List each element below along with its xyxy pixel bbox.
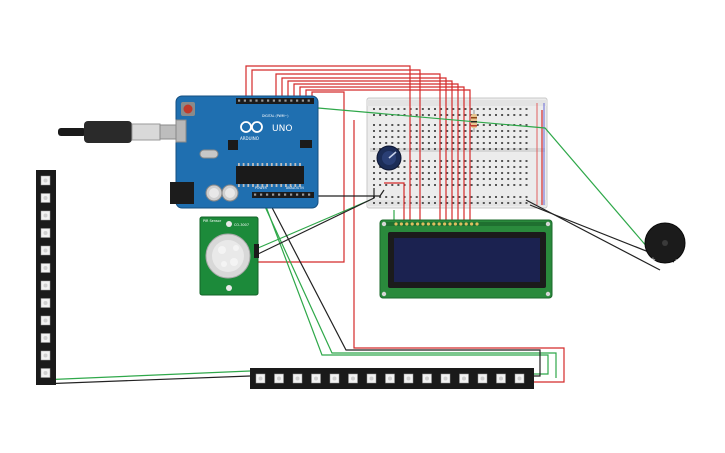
reset-button[interactable] [183, 104, 193, 114]
power-analog-pin-header [252, 192, 314, 198]
wire-green[interactable] [39, 370, 251, 381]
breadboard-holes [373, 108, 528, 204]
wire-red[interactable] [384, 182, 405, 220]
resistor [471, 110, 477, 132]
wire-black[interactable] [39, 375, 251, 385]
wire-red[interactable] [275, 73, 441, 220]
buzzer-minus-label: − [675, 256, 681, 264]
pir-label-right: CO-3007 [234, 223, 249, 227]
led-strip-vertical [36, 170, 56, 385]
power-header-label: POWER [255, 186, 268, 190]
lcd-16x2-display [379, 219, 553, 299]
wire-green[interactable] [317, 107, 661, 263]
wire-green[interactable] [261, 195, 549, 375]
wires [39, 65, 675, 385]
arduino-brand-label: ARDUINO [240, 136, 259, 141]
arduino-model-label: UNO [272, 124, 292, 134]
lcd-screen [394, 238, 540, 282]
wire-red[interactable] [293, 83, 459, 220]
wire-black[interactable] [525, 199, 661, 271]
breadboard [366, 97, 548, 209]
wire-black[interactable] [257, 188, 375, 255]
arduino-logo-icon [240, 121, 263, 133]
potentiometer[interactable] [376, 145, 402, 171]
wire-black[interactable] [300, 189, 385, 197]
led-strip-horizontal [250, 368, 534, 389]
digital-header-label: DIGITAL (PWM~) [262, 114, 288, 118]
wire-red[interactable] [251, 69, 421, 220]
wire-red[interactable] [281, 77, 447, 220]
usb-cable [58, 121, 181, 143]
wire-black[interactable] [265, 195, 541, 377]
wire-red[interactable] [299, 86, 465, 220]
analog-header-label: ANALOG IN [286, 186, 304, 190]
arduino-uno-board: UNO ARDUINO DIGITAL (PWM~) POWER ANALOG … [170, 95, 319, 209]
wire-red[interactable] [353, 120, 565, 383]
pir-motion-sensor: PIR Sensor CO-3007 [199, 216, 259, 296]
wire-red[interactable] [305, 89, 471, 220]
piezo-buzzer: + − [644, 222, 686, 264]
wire-red[interactable] [245, 65, 411, 220]
atmega-chip [236, 166, 304, 184]
wire-red[interactable] [287, 80, 453, 220]
wire-green[interactable] [261, 199, 557, 378]
wire-green[interactable] [257, 199, 371, 249]
pir-label-left: PIR Sensor [203, 219, 222, 223]
wire-red[interactable] [258, 91, 345, 263]
buzzer-plus-label: + [650, 256, 656, 264]
